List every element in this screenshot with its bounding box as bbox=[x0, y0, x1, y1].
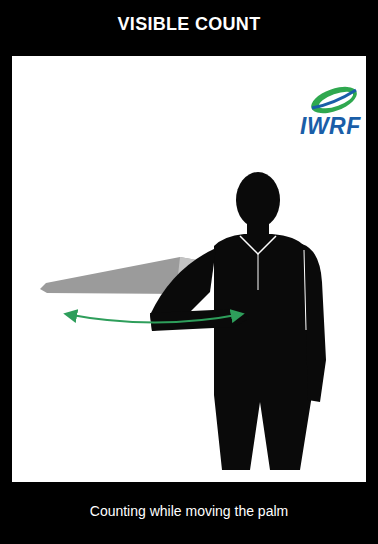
logo-text: IWRF bbox=[300, 113, 361, 140]
title-text: VISIBLE COUNT bbox=[0, 14, 378, 35]
logo-ball bbox=[308, 81, 361, 118]
caption-text: Counting while moving the palm bbox=[0, 503, 378, 519]
motion-arrow bbox=[66, 314, 242, 323]
